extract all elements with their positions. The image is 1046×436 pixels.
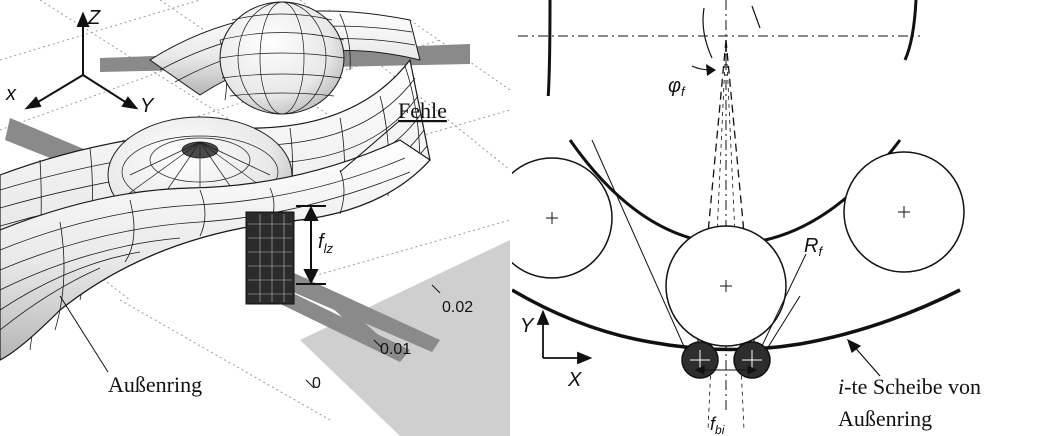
flz-label: flz [318, 231, 333, 256]
flz-dimension-marker [296, 205, 326, 285]
fbi-dimension [694, 365, 758, 375]
axis-x-label-2d: X [567, 369, 582, 391]
upper-inset [518, 0, 920, 101]
axis-y-label-2d: Y [520, 315, 535, 337]
defect-label: Fehle [398, 98, 447, 123]
outer-ring-arc [512, 288, 961, 352]
coordinate-triad-3d [24, 11, 139, 110]
rolling-element-centers [546, 206, 910, 292]
tick-label-001: 0.01 [380, 341, 411, 358]
outer-ring-label: Außenring [108, 372, 202, 397]
caption-arrow [846, 338, 881, 377]
axis-y-label: Y [140, 95, 155, 117]
radius-label: Rf [804, 235, 823, 259]
axis-x-label: x [5, 83, 17, 105]
fbi-label: fbi [710, 414, 725, 436]
outer-ring-leader-line [59, 295, 109, 373]
defect-region [245, 211, 295, 305]
coordinate-axes-2d [536, 309, 593, 365]
ball-upper [219, 1, 345, 115]
scale-tick-marks [305, 284, 441, 389]
defect-leader-line [339, 121, 399, 173]
tick-label-002: 0.02 [442, 299, 473, 316]
caption-line-1: i-te Scheibe von [838, 374, 981, 399]
right-panel-2d-section: Y X φf Rf fbi [512, 0, 1046, 436]
angle-phi-label: φf [668, 75, 686, 99]
caption-line-2: Außenring [838, 406, 932, 431]
tick-label-0: 0 [312, 375, 321, 392]
axis-z-label: Z [87, 7, 101, 29]
left-panel-3d-model: Z Y x Fehle flz Außenring 0.02 0.01 0 [0, 0, 510, 436]
radius-leader [759, 253, 807, 351]
